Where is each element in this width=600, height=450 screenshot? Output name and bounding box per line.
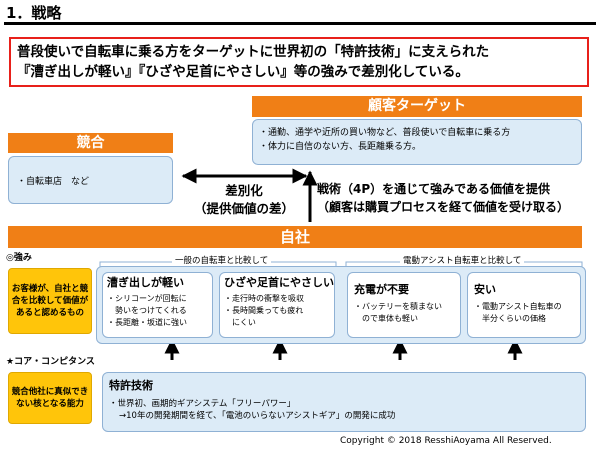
strength-card-joint-friendly: ひざや足首にやさしい ・走行時の衝撃を吸収 ・長時間乗っても疲れ にくい — [219, 272, 335, 338]
core-box: 特許技術 ・世界初、画期的ギアシステム「フリーパワー」 →10年の開発期間を経て… — [102, 372, 586, 432]
strength-2-line-1: ・走行時の衝撃を吸収 — [224, 294, 304, 303]
differentiation-line-1: 差別化 — [225, 183, 263, 198]
page-title: 1．戦略 — [6, 4, 62, 22]
strategy-line-1: 戦術（4P）を通じて強みである価値を提供 — [317, 182, 551, 196]
group-label-electric: 電動アシスト自転車と比較して — [400, 255, 525, 267]
strength-card-no-charge: 充電が不要 ・バッテリーを積まない ので車体も軽い — [347, 272, 461, 338]
strengths-note: お客様が、自社と競合を比較して価値があると認めるもの — [8, 268, 92, 334]
target-header: 顧客ターゲット — [252, 96, 582, 117]
target-box: ・通勤、通学や近所の買い物など、普段使いで自転車に乗る方 ・体力に自信のない方、… — [252, 119, 582, 165]
core-line-2: →10年の開発期間を経て、「電池のいらないアシストギア」の開発に成功 — [119, 411, 396, 421]
title-rule — [4, 22, 596, 25]
strength-1-line-3: ・長距離・坂道に強い — [107, 318, 187, 327]
group-label-conventional: 一般の自転車と比較して — [172, 255, 272, 267]
strength-title-4: 安い — [474, 283, 496, 296]
strength-card-cheap: 安い ・電動アシスト自転車の 半分くらいの価格 — [467, 272, 581, 338]
core-label: ★コア・コンピタンス — [6, 357, 95, 367]
core-note: 競合他社に真似できない核となる能力 — [8, 372, 92, 424]
headline-box: 普段使いで自転車に乗る方をターゲットに世界初の「特許技術」に支えられた 『漕ぎ出… — [9, 37, 589, 87]
strength-title-2: ひざや足首にやさしい — [224, 276, 334, 289]
differentiation-label: 差別化 （提供価値の差） — [188, 182, 300, 218]
strength-4-line-2: 半分くらいの価格 — [474, 314, 546, 323]
target-item-1: ・通勤、通学や近所の買い物など、普段使いで自転車に乗る方 — [259, 128, 511, 138]
strategy-label: 戦術（4P）を通じて強みである価値を提供 （顧客は購買プロセスを経て価値を受け取… — [317, 180, 569, 216]
copyright: Copyright © 2018 ResshiAoyama All Reserv… — [340, 436, 552, 446]
strength-card-light-start: 漕ぎ出しが軽い ・シリコーンが回転に 勢いをつけてくれる ・長距離・坂道に強い — [102, 272, 213, 338]
strength-4-line-1: ・電動アシスト自転車の — [474, 302, 562, 311]
core-line-1: ・世界初、画期的ギアシステム「フリーパワー」 — [109, 399, 296, 409]
strength-3-line-2: ので車体も軽い — [354, 314, 418, 323]
competition-item-1: ・自転車店 など — [17, 177, 90, 187]
company-header: 自社 — [8, 226, 582, 248]
competition-header: 競合 — [8, 133, 173, 153]
strength-title-1: 漕ぎ出しが軽い — [107, 276, 184, 289]
strength-title-3: 充電が不要 — [354, 283, 409, 296]
headline-line-2: 『漕ぎ出しが軽い』『ひざや足首にやさしい』等の強みで差別化している。 — [17, 64, 469, 80]
core-title: 特許技術 — [109, 379, 153, 392]
strengths-note-text: お客様が、自社と競合を比較して価値があると認めるもの — [11, 284, 89, 318]
headline-line-1: 普段使いで自転車に乗る方をターゲットに世界初の「特許技術」に支えられた — [17, 44, 490, 60]
target-item-2: ・体力に自信のない方、長距離乗る方。 — [259, 142, 422, 152]
core-note-text: 競合他社に真似できない核となる能力 — [11, 387, 89, 409]
strengths-label: ◎強み — [6, 253, 32, 263]
differentiation-line-2: （提供価値の差） — [193, 201, 294, 216]
strategy-line-2: （顧客は購買プロセスを経て価値を受け取る） — [317, 200, 570, 214]
strength-2-line-3: にくい — [224, 318, 256, 327]
strength-2-line-2: ・長時間乗っても疲れ — [224, 306, 304, 315]
strength-3-line-1: ・バッテリーを積まない — [354, 302, 442, 311]
strength-1-line-2: 勢いをつけてくれる — [107, 306, 187, 315]
strength-1-line-1: ・シリコーンが回転に — [107, 294, 187, 303]
competition-box: ・自転車店 など — [8, 156, 173, 204]
